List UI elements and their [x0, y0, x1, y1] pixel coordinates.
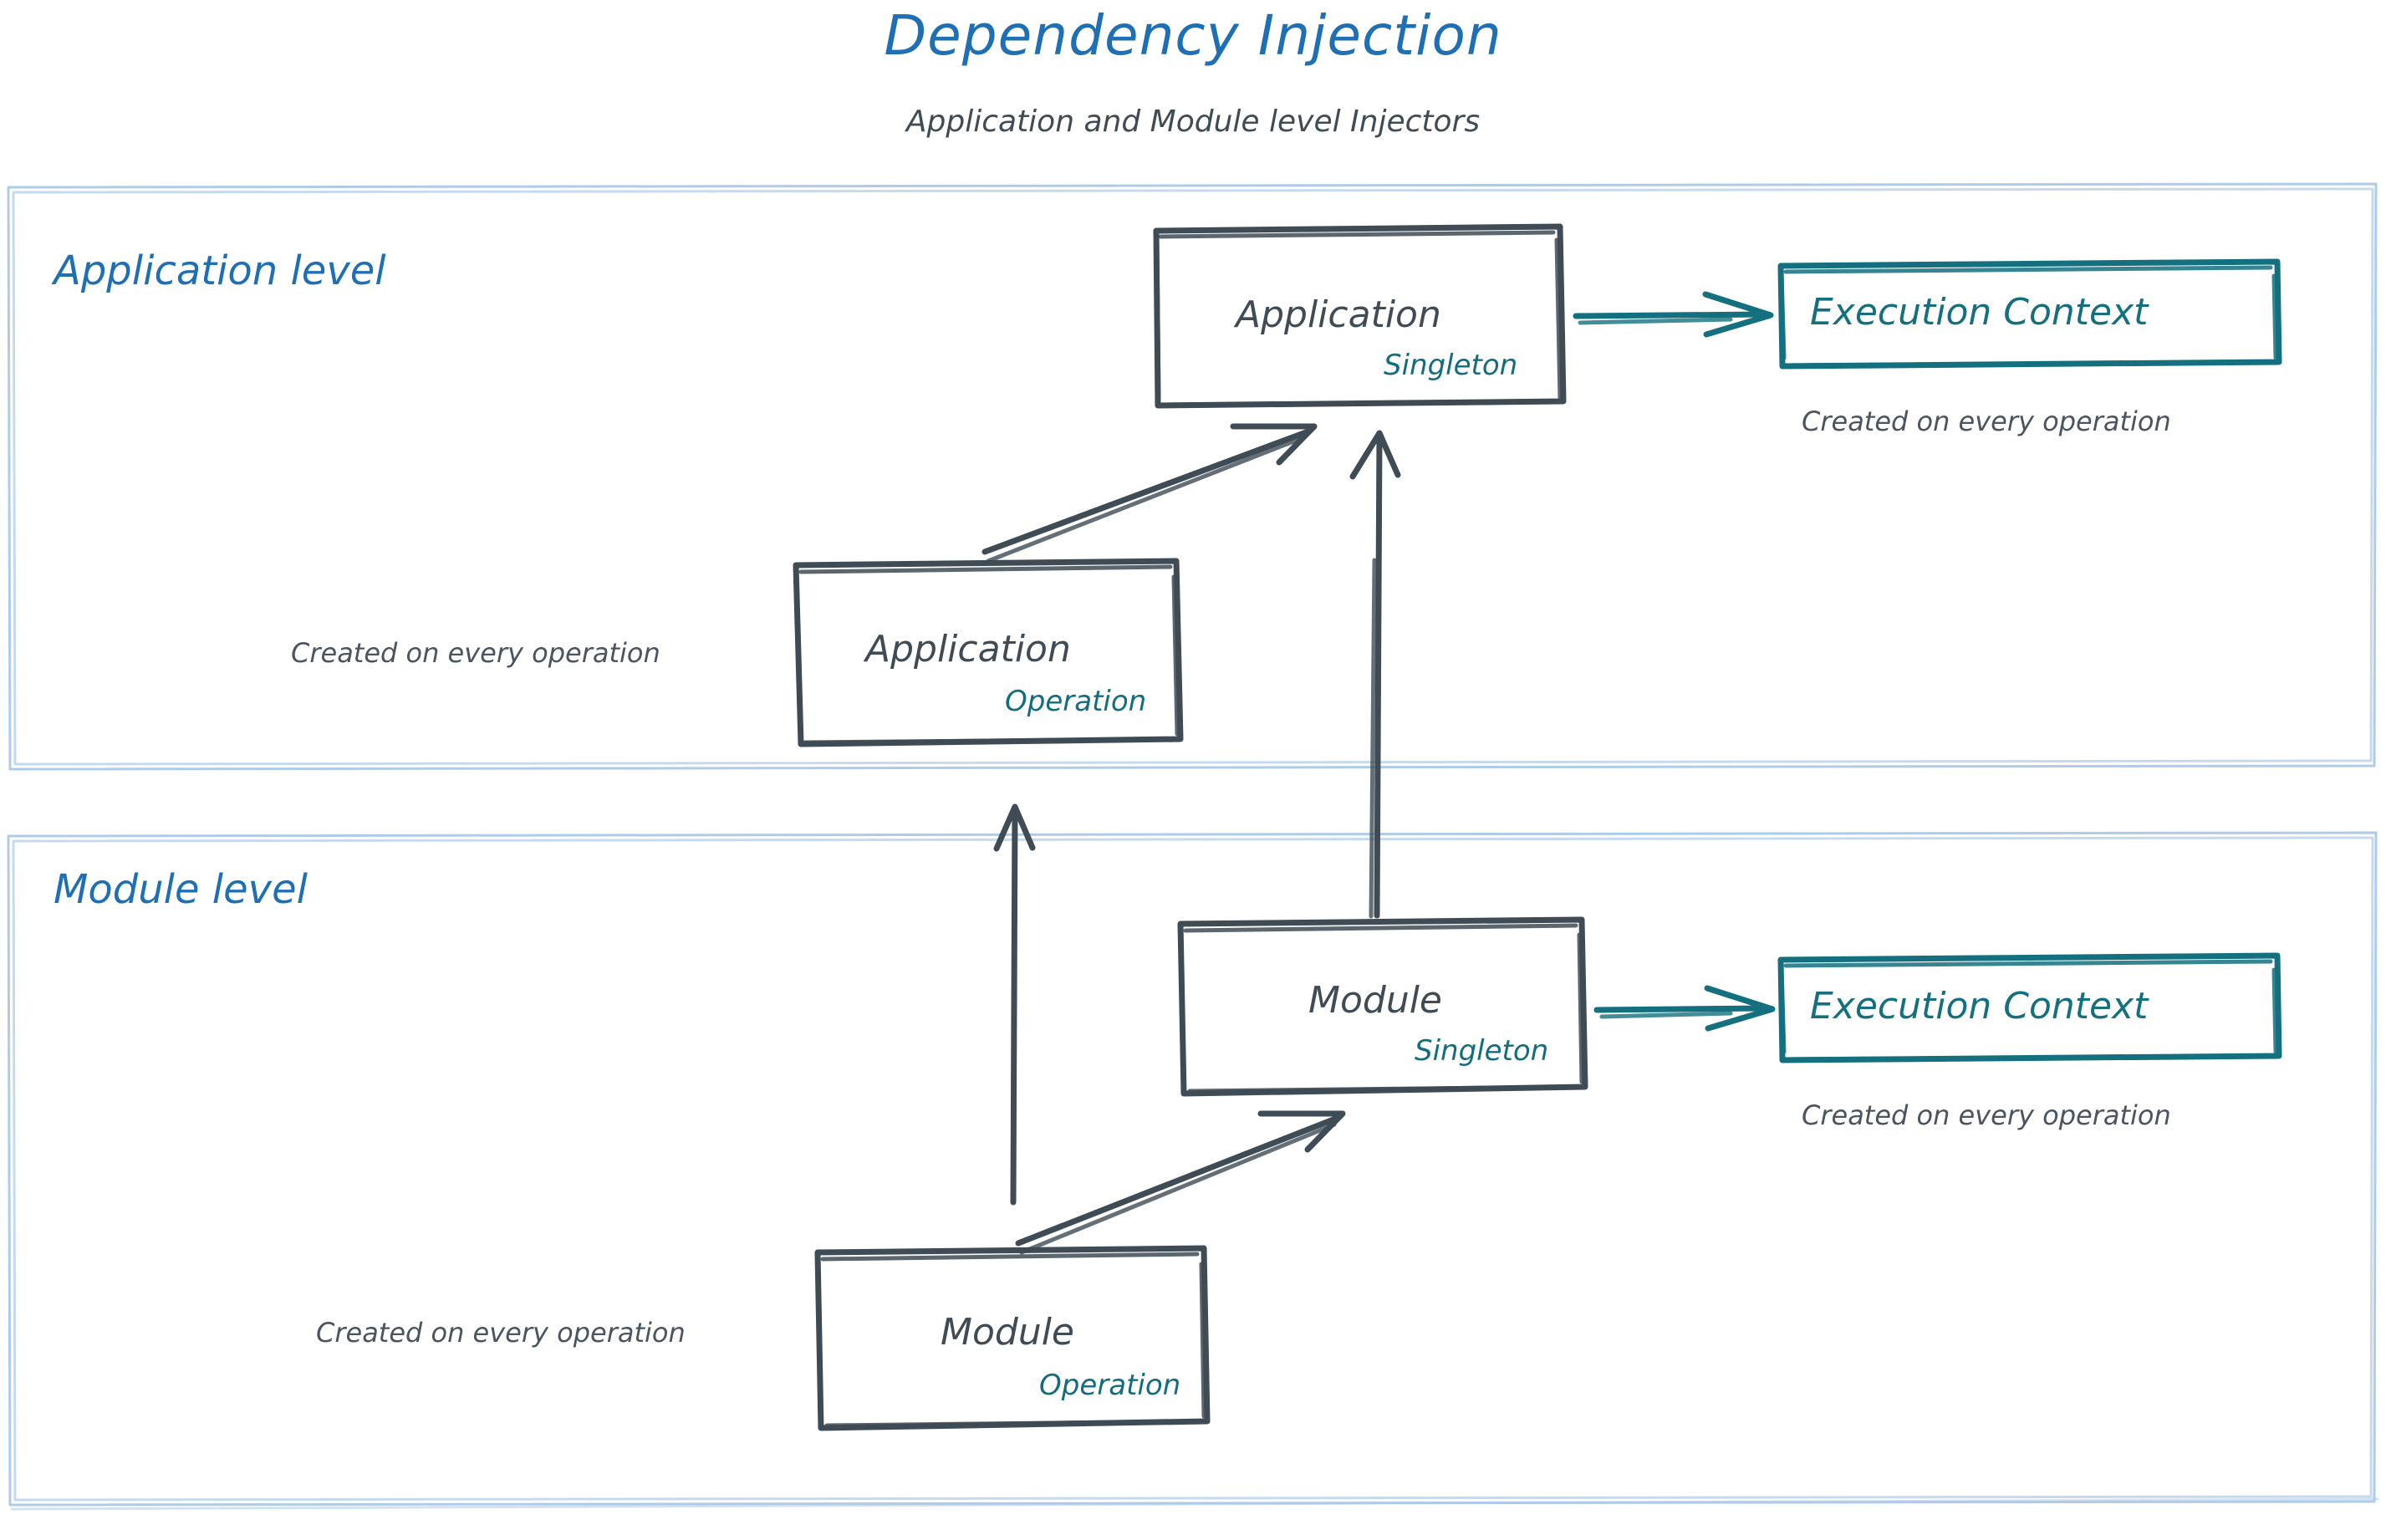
lane-label-application-level: Application level [54, 247, 386, 294]
edge-module-operation-to-module-singleton [1015, 1110, 1346, 1255]
node-application-singleton-title: Application [1236, 293, 1441, 336]
edge-app-singleton-to-execution-context [1573, 291, 1774, 338]
node-execution-context-app-title: Execution Context [1810, 291, 2149, 334]
edge-module-operation-to-application-level [993, 803, 1036, 1206]
note-execution-context-app: Created on every operation [1802, 405, 2171, 437]
node-application-operation-title: Application [865, 628, 1071, 671]
node-execution-context-module-title: Execution Context [1810, 985, 2149, 1028]
edge-module-singleton-to-execution-context [1593, 985, 1776, 1032]
edge-module-singleton-to-app-singleton [1349, 430, 1401, 919]
lane-label-module-level: Module level [54, 866, 308, 913]
node-module-operation-title: Module [941, 1311, 1074, 1354]
node-application-singleton-scope: Singleton [1384, 349, 1518, 382]
lane-module-level-frame [7, 831, 2379, 1511]
node-module-singleton-title: Module [1308, 979, 1442, 1022]
page-subtitle: Application and Module level Injectors [905, 105, 1481, 139]
node-module-operation-scope: Operation [1039, 1369, 1181, 1402]
page-title: Dependency Injection [884, 3, 1502, 68]
node-application-operation-scope: Operation [1005, 685, 1147, 718]
note-application-operation: Created on every operation [291, 637, 660, 669]
edge-app-operation-to-app-singleton [981, 423, 1318, 563]
note-execution-context-module: Created on every operation [1802, 1099, 2171, 1131]
node-module-singleton-scope: Singleton [1415, 1034, 1549, 1068]
note-module-operation: Created on every operation [316, 1317, 686, 1349]
